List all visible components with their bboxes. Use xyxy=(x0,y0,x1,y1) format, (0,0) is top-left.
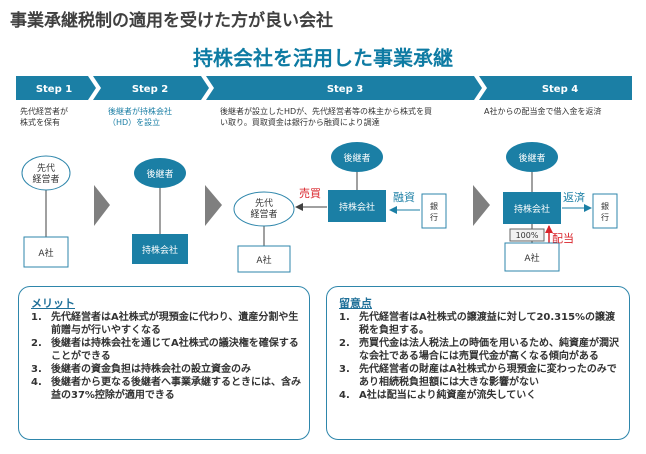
step4-bank-line1: 銀 xyxy=(601,201,609,211)
step3-buy-label: 売買 xyxy=(299,187,321,200)
step1-predecessor-line2: 経営者 xyxy=(32,173,59,185)
list-item: 4. 後継者から更なる後継者へ事業承継するときには、含み益の37%控除が適用できる xyxy=(31,376,303,402)
caution-title: 留意点 xyxy=(339,297,372,310)
step2-successor-node xyxy=(134,158,186,188)
step2-desc-line2: （HD）を設立 xyxy=(108,117,160,127)
step4-company-a-label: A社 xyxy=(524,252,539,264)
step2-successor-label: 後継者 xyxy=(146,168,173,180)
step1-desc-line1: 先代経営者が xyxy=(20,106,68,116)
step1-chevron xyxy=(16,76,96,100)
step3-desc-line2: い取り。買取資金は銀行から融資により調達 xyxy=(220,117,380,127)
step4-holding-node xyxy=(503,192,561,224)
merit-box: メリット 1. 先代経営者はA社株式が現預金に代わり、遺産分割や生前贈与が行いやす… xyxy=(18,286,310,440)
step1-label: Step 1 xyxy=(36,84,72,95)
list-item: 1. 先代経営者はA社株式が現預金に代わり、遺産分割や生前贈与が行いやすくなる xyxy=(31,311,303,337)
step4-percent-label: 100% xyxy=(516,231,539,240)
merit-item-text: 後継者は持株会社を通じてA社株式の議決権を確保することができる xyxy=(51,338,299,362)
step3-company-a-label: A社 xyxy=(256,254,271,266)
step4-label: Step 4 xyxy=(542,84,578,95)
caution-item-number: 1. xyxy=(339,312,350,323)
step3-predecessor-line2: 経営者 xyxy=(250,208,277,220)
step3-predecessor-node xyxy=(233,191,295,227)
list-item: 3. 先代経営者の財産はA社株式から現預金に変わったのみであり相続税負担額には大き… xyxy=(339,363,623,389)
step2-holding-node xyxy=(132,234,188,264)
step4-chevron xyxy=(479,76,632,100)
step2-label: Step 2 xyxy=(132,84,168,95)
step3-successor-node xyxy=(331,142,383,172)
step2-holding-label: 持株会社 xyxy=(142,244,178,256)
page-title: 事業承継税制の適用を受けた方が良い会社 xyxy=(10,11,333,31)
caution-item-text: A社は配当により純資産が流失していく xyxy=(359,390,537,401)
step3-bank-node xyxy=(421,193,447,229)
caution-item-text: 売買代金は法人税法上の時価を用いるため、純資産が潤沢な会社である場合には売買代金… xyxy=(359,338,619,362)
step4-percent-box xyxy=(509,228,545,242)
step3-company-a-node xyxy=(237,245,291,273)
merit-item-number: 1. xyxy=(31,312,42,323)
separator-arrow-2 xyxy=(205,185,222,226)
step4-bank-node xyxy=(592,193,618,229)
step1-desc-line2: 株式を保有 xyxy=(20,117,60,127)
caution-item-number: 3. xyxy=(339,364,350,375)
merit-item-text: 先代経営者はA社株式が現預金に代わり、遺産分割や生前贈与が行いやすくなる xyxy=(51,312,299,336)
merit-item-number: 4. xyxy=(31,377,42,388)
step4-successor-node xyxy=(506,142,558,172)
step4-desc-line1: A社からの配当金で借入金を返済 xyxy=(484,106,601,116)
step1-predecessor-line1: 先代 xyxy=(37,162,55,174)
step4-repay-label: 返済 xyxy=(563,190,585,204)
step1-company-a-node xyxy=(23,236,69,268)
step3-label: Step 3 xyxy=(327,84,363,95)
step3-desc-line1: 後継者が設立したHDが、先代経営者等の株主から株式を買 xyxy=(220,106,432,116)
merit-item-text: 後継者の資金負担は持株会社の設立資金のみ xyxy=(51,364,251,375)
merit-list: 1. 先代経営者はA社株式が現預金に代わり、遺産分割や生前贈与が行いやすくなる 2… xyxy=(31,311,303,402)
caution-list: 1. 先代経営者はA社株式の譲渡益に対して20.315%の譲渡税を負担する。 2.… xyxy=(339,311,623,402)
step4-company-a-node xyxy=(504,242,560,272)
step1-company-a-label: A社 xyxy=(38,247,53,259)
merit-item-number: 2. xyxy=(31,338,42,349)
merit-item-number: 3. xyxy=(31,364,42,375)
list-item: 2. 後継者は持株会社を通じてA社株式の議決権を確保することができる xyxy=(31,337,303,363)
separator-arrow-1 xyxy=(94,185,110,226)
step3-holding-node xyxy=(328,190,386,222)
caution-item-text: 先代経営者はA社株式の譲渡益に対して20.315%の譲渡税を負担する。 xyxy=(359,312,616,336)
separator-arrow-3 xyxy=(473,185,490,226)
step2-chevron xyxy=(93,76,209,100)
list-item: 2. 売買代金は法人税法上の時価を用いるため、純資産が潤沢な会社である場合には売買… xyxy=(339,337,623,363)
step4-successor-label: 後継者 xyxy=(518,152,545,164)
step3-predecessor-line1: 先代 xyxy=(255,197,273,209)
step3-bank-line2: 行 xyxy=(430,212,438,222)
page-subtitle: 持株会社を活用した事業承継 xyxy=(193,46,453,70)
step2-desc-line1: 後継者が持株会社 xyxy=(108,106,172,116)
step4-bank-line2: 行 xyxy=(601,212,609,222)
step3-loan-label: 融資 xyxy=(393,191,415,204)
step1-predecessor-node xyxy=(21,155,71,191)
caution-item-text: 先代経営者の財産はA社株式から現預金に変わったのみであり相続税負担額には大きな影… xyxy=(359,364,617,388)
list-item: 4. A社は配当により純資産が流失していく xyxy=(339,389,623,402)
caution-box: 留意点 1. 先代経営者はA社株式の譲渡益に対して20.315%の譲渡税を負担する… xyxy=(326,286,630,440)
merit-title: メリット xyxy=(31,297,75,310)
step3-successor-label: 後継者 xyxy=(343,152,370,164)
list-item: 1. 先代経営者はA社株式の譲渡益に対して20.315%の譲渡税を負担する。 xyxy=(339,311,623,337)
caution-item-number: 4. xyxy=(339,390,350,401)
step3-chevron xyxy=(206,76,482,100)
step4-holding-label: 持株会社 xyxy=(514,203,550,215)
caution-item-number: 2. xyxy=(339,338,350,349)
step3-holding-label: 持株会社 xyxy=(339,201,375,213)
step3-bank-line1: 銀 xyxy=(430,201,438,211)
step4-dividend-label: 配当 xyxy=(552,231,574,245)
list-item: 3. 後継者の資金負担は持株会社の設立資金のみ xyxy=(31,363,303,376)
merit-item-text: 後継者から更なる後継者へ事業承継するときには、含み益の37%控除が適用できる xyxy=(51,377,301,401)
